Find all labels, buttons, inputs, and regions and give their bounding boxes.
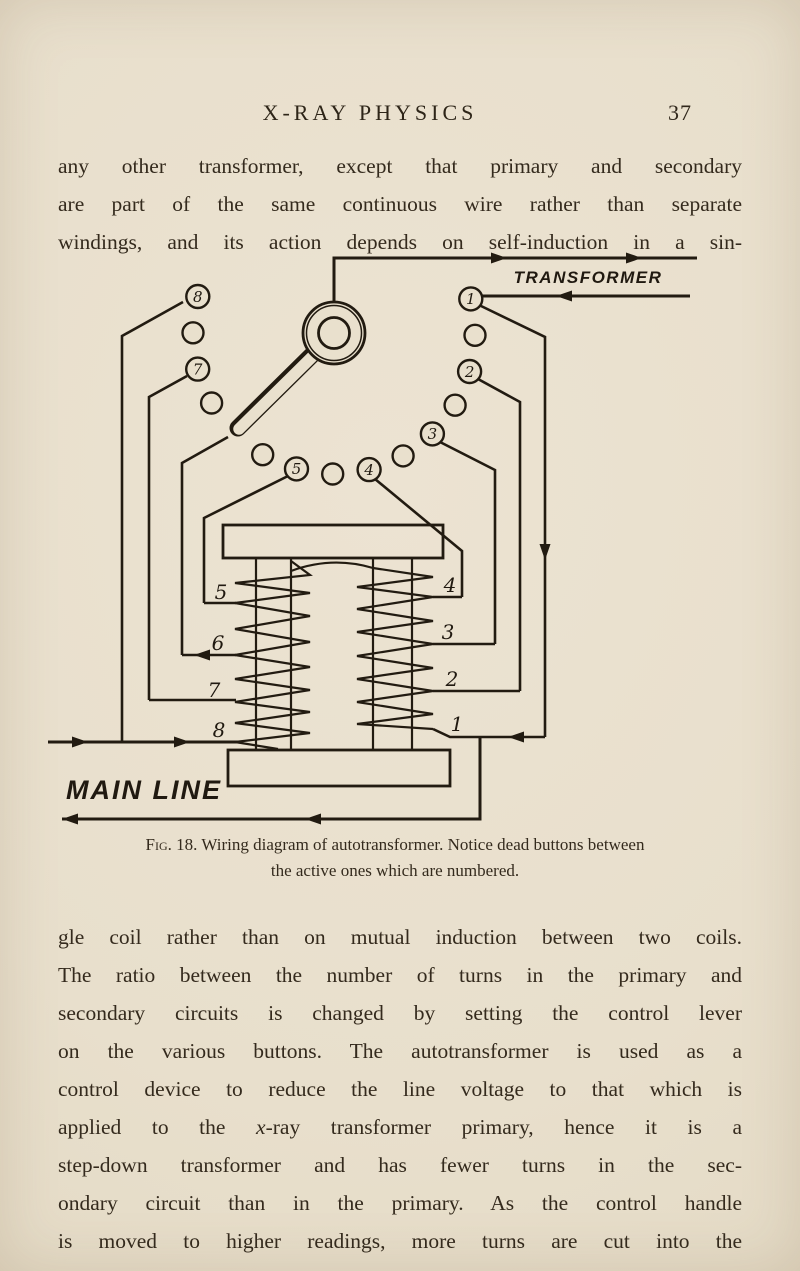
current-arrow xyxy=(508,731,524,743)
figure-caption-label: Fig. 18. xyxy=(145,835,198,854)
wire xyxy=(477,377,522,691)
current-arrow xyxy=(305,813,321,825)
transformer-label: TRANSFORMER xyxy=(514,268,663,287)
tap-label-2: 2 xyxy=(445,667,459,691)
svg-text:7: 7 xyxy=(193,360,203,378)
body-text-line: any other transformer, except that prima… xyxy=(58,154,742,178)
wire xyxy=(374,477,464,597)
dead-button xyxy=(321,462,345,486)
wire xyxy=(478,303,547,737)
tap-label-8: 8 xyxy=(213,718,226,742)
current-arrow xyxy=(556,290,572,302)
body-text-line: windings, and its action depends on self… xyxy=(58,230,742,254)
main-line-label: MAIN LINE xyxy=(66,775,222,805)
body-text-line: secondary circuits is changed by setting… xyxy=(58,1001,742,1025)
switch-button-8: 8 xyxy=(185,283,211,310)
tap-label-6: 6 xyxy=(212,631,225,655)
current-arrow xyxy=(72,736,88,748)
figure-caption-line1: Fig. 18. Wiring diagram of autotransform… xyxy=(145,835,645,854)
current-arrow xyxy=(194,649,210,661)
current-arrow xyxy=(491,252,507,264)
switch-button-5: 5 xyxy=(283,456,310,482)
switch-pivot xyxy=(301,300,367,366)
svg-text:5: 5 xyxy=(292,460,302,478)
wire xyxy=(62,737,482,821)
svg-text:8: 8 xyxy=(193,288,203,306)
figure-caption-line2: the active ones which are numbered. xyxy=(270,861,520,880)
dead-button xyxy=(251,443,275,467)
tap-label-7: 7 xyxy=(208,678,221,702)
svg-text:1: 1 xyxy=(466,290,476,308)
current-arrow xyxy=(62,813,78,825)
svg-text:3: 3 xyxy=(428,425,438,443)
paragraph-bottom: gle coil rather than on mutual induction… xyxy=(58,918,742,1260)
body-text-line: gle coil rather than on mutual induction… xyxy=(58,925,742,949)
wire xyxy=(439,440,497,644)
dead-button xyxy=(463,323,487,347)
dead-button xyxy=(181,321,205,345)
tap-label-1: 1 xyxy=(451,712,464,736)
page-header-title: X-RAY PHYSICS xyxy=(262,100,478,125)
tap-label-3: 3 xyxy=(442,620,455,644)
tap-label-5: 5 xyxy=(215,580,228,604)
wire xyxy=(180,435,229,655)
current-arrow xyxy=(539,544,551,560)
svg-text:4: 4 xyxy=(363,461,374,479)
wire xyxy=(147,374,188,700)
wire xyxy=(332,256,697,302)
core-top-block xyxy=(221,523,445,560)
body-text-line: step-down transformer and has fewer turn… xyxy=(58,1153,742,1177)
core-bottom-block xyxy=(226,748,452,788)
svg-text:2: 2 xyxy=(464,363,475,381)
dead-button xyxy=(391,444,415,468)
body-text-line: on the various buttons. The autotransfor… xyxy=(58,1039,742,1063)
wire xyxy=(120,300,184,742)
right-winding-zigzag xyxy=(356,566,434,731)
switch-button-2: 2 xyxy=(456,358,483,385)
switch-button-4: 4 xyxy=(356,456,382,483)
current-arrow xyxy=(174,736,190,748)
body-text-line: The ratio between the number of turns in… xyxy=(58,963,742,987)
dead-button xyxy=(199,391,224,415)
body-text-line: are part of the same continuous wire rat… xyxy=(58,192,742,216)
switch-button-7: 7 xyxy=(184,356,211,382)
dead-button xyxy=(443,393,467,417)
current-arrow xyxy=(626,252,642,264)
body-text-line: is moved to higher readings, more turns … xyxy=(58,1229,742,1253)
body-text-line: applied to the x-ray transformer primary… xyxy=(58,1115,742,1139)
tap-label-4: 4 xyxy=(443,573,457,597)
paragraph-top: any other transformer, except that prima… xyxy=(58,147,742,261)
figure-caption: Fig. 18. Wiring diagram of autotransform… xyxy=(40,832,750,884)
body-text-line: ondary circuit than in the primary. As t… xyxy=(58,1191,742,1215)
wire xyxy=(202,474,289,603)
switch-button-1: 1 xyxy=(458,286,484,312)
left-winding-zigzag xyxy=(234,560,313,751)
control-lever xyxy=(229,344,323,437)
page-number: 37 xyxy=(668,100,692,125)
body-text-line: control device to reduce the line voltag… xyxy=(58,1077,742,1101)
switch-button-3: 3 xyxy=(419,421,446,447)
